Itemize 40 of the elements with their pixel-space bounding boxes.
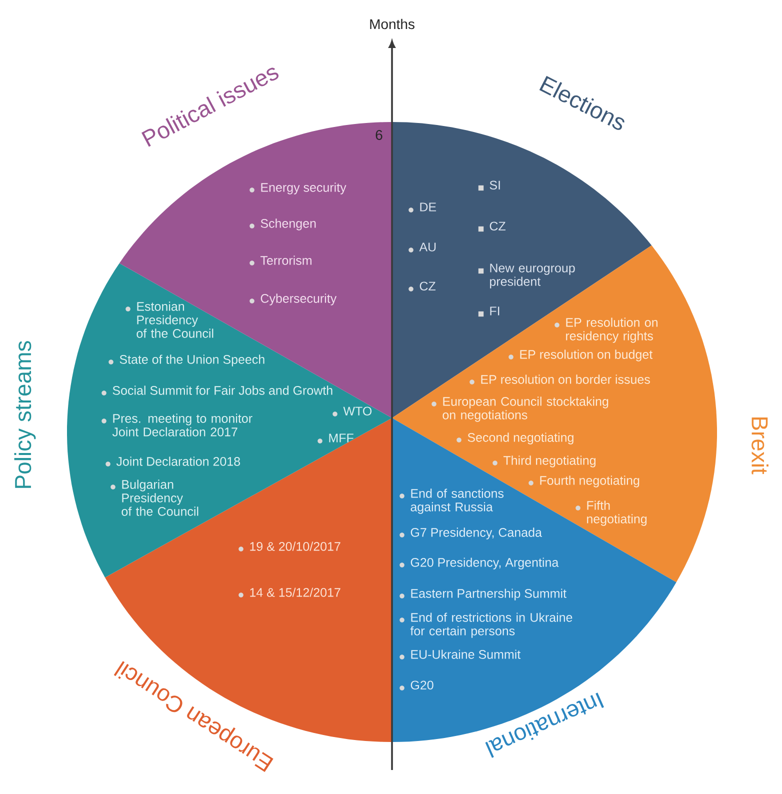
bullet-item: Bulgarian Presidency of the Council (110, 480, 198, 516)
bullet-item: Social Summit for Fair Jobs and Growth (102, 386, 332, 396)
bullet-item: CZ (408, 282, 436, 292)
bullet-item: Fifth negotiating (576, 500, 647, 526)
sector-title: Brexit (752, 417, 768, 474)
bullet-item: Eastern Partnership Summit (400, 588, 566, 600)
bullet-item: MFF (318, 434, 354, 444)
bullet-item: New eurogroup president (478, 264, 575, 288)
sector-title: Policy streams (14, 341, 36, 488)
bullet-item: Energy security (250, 182, 346, 194)
bullet-item: End of sanctions against Russia (400, 488, 504, 514)
bullet-item: SI (478, 180, 500, 191)
bullet-item: EP resolution on residency rights (554, 318, 658, 343)
bullet-item: DE (408, 202, 436, 212)
bullet-item: Fourth negotiating (528, 476, 640, 488)
bullet-item: European Council stocktaking on negotiations (432, 396, 608, 422)
bullet-item: G7 Presidency, Canada (400, 528, 542, 540)
bullet-item: 14 & 15/12/2017 (238, 588, 340, 598)
bullet-item: FI (478, 306, 500, 317)
bullet-item: 19 & 20/10/2017 (238, 542, 340, 552)
bullet-item: End of restrictions in Ukraine for certain persons (400, 612, 572, 638)
bullet-item: Pres. meeting to monitor Joint Declaration 2017 (102, 414, 252, 436)
bullet-item: Terrorism (250, 256, 312, 266)
bullet-item: EP resolution on budget (508, 350, 653, 362)
bullet-item: Joint Declaration 2018 (106, 456, 240, 466)
bullet-item: State of the Union Speech (108, 354, 264, 366)
bullet-item: AU (408, 242, 436, 252)
bullet-item: G20 Presidency, Argentina (400, 558, 559, 570)
bullet-item: EU-Ukraine Summit (400, 650, 521, 660)
bullet-item: CZ (478, 222, 506, 232)
bullet-item: Third negotiating (492, 456, 596, 468)
bullet-item: WTO (332, 406, 372, 416)
bullet-item: Estonian Presidency of the Council (126, 302, 214, 338)
axis-tick-label: 6 (376, 130, 382, 140)
bullet-item: G20 (400, 680, 434, 690)
bullet-item: EP resolution on border issues (470, 374, 650, 384)
axis-label: Months (370, 18, 414, 30)
bullet-item: Cybersecurity (250, 294, 337, 306)
bullet-item: Schengen (250, 218, 316, 230)
bullet-item: Second negotiating (456, 432, 574, 444)
